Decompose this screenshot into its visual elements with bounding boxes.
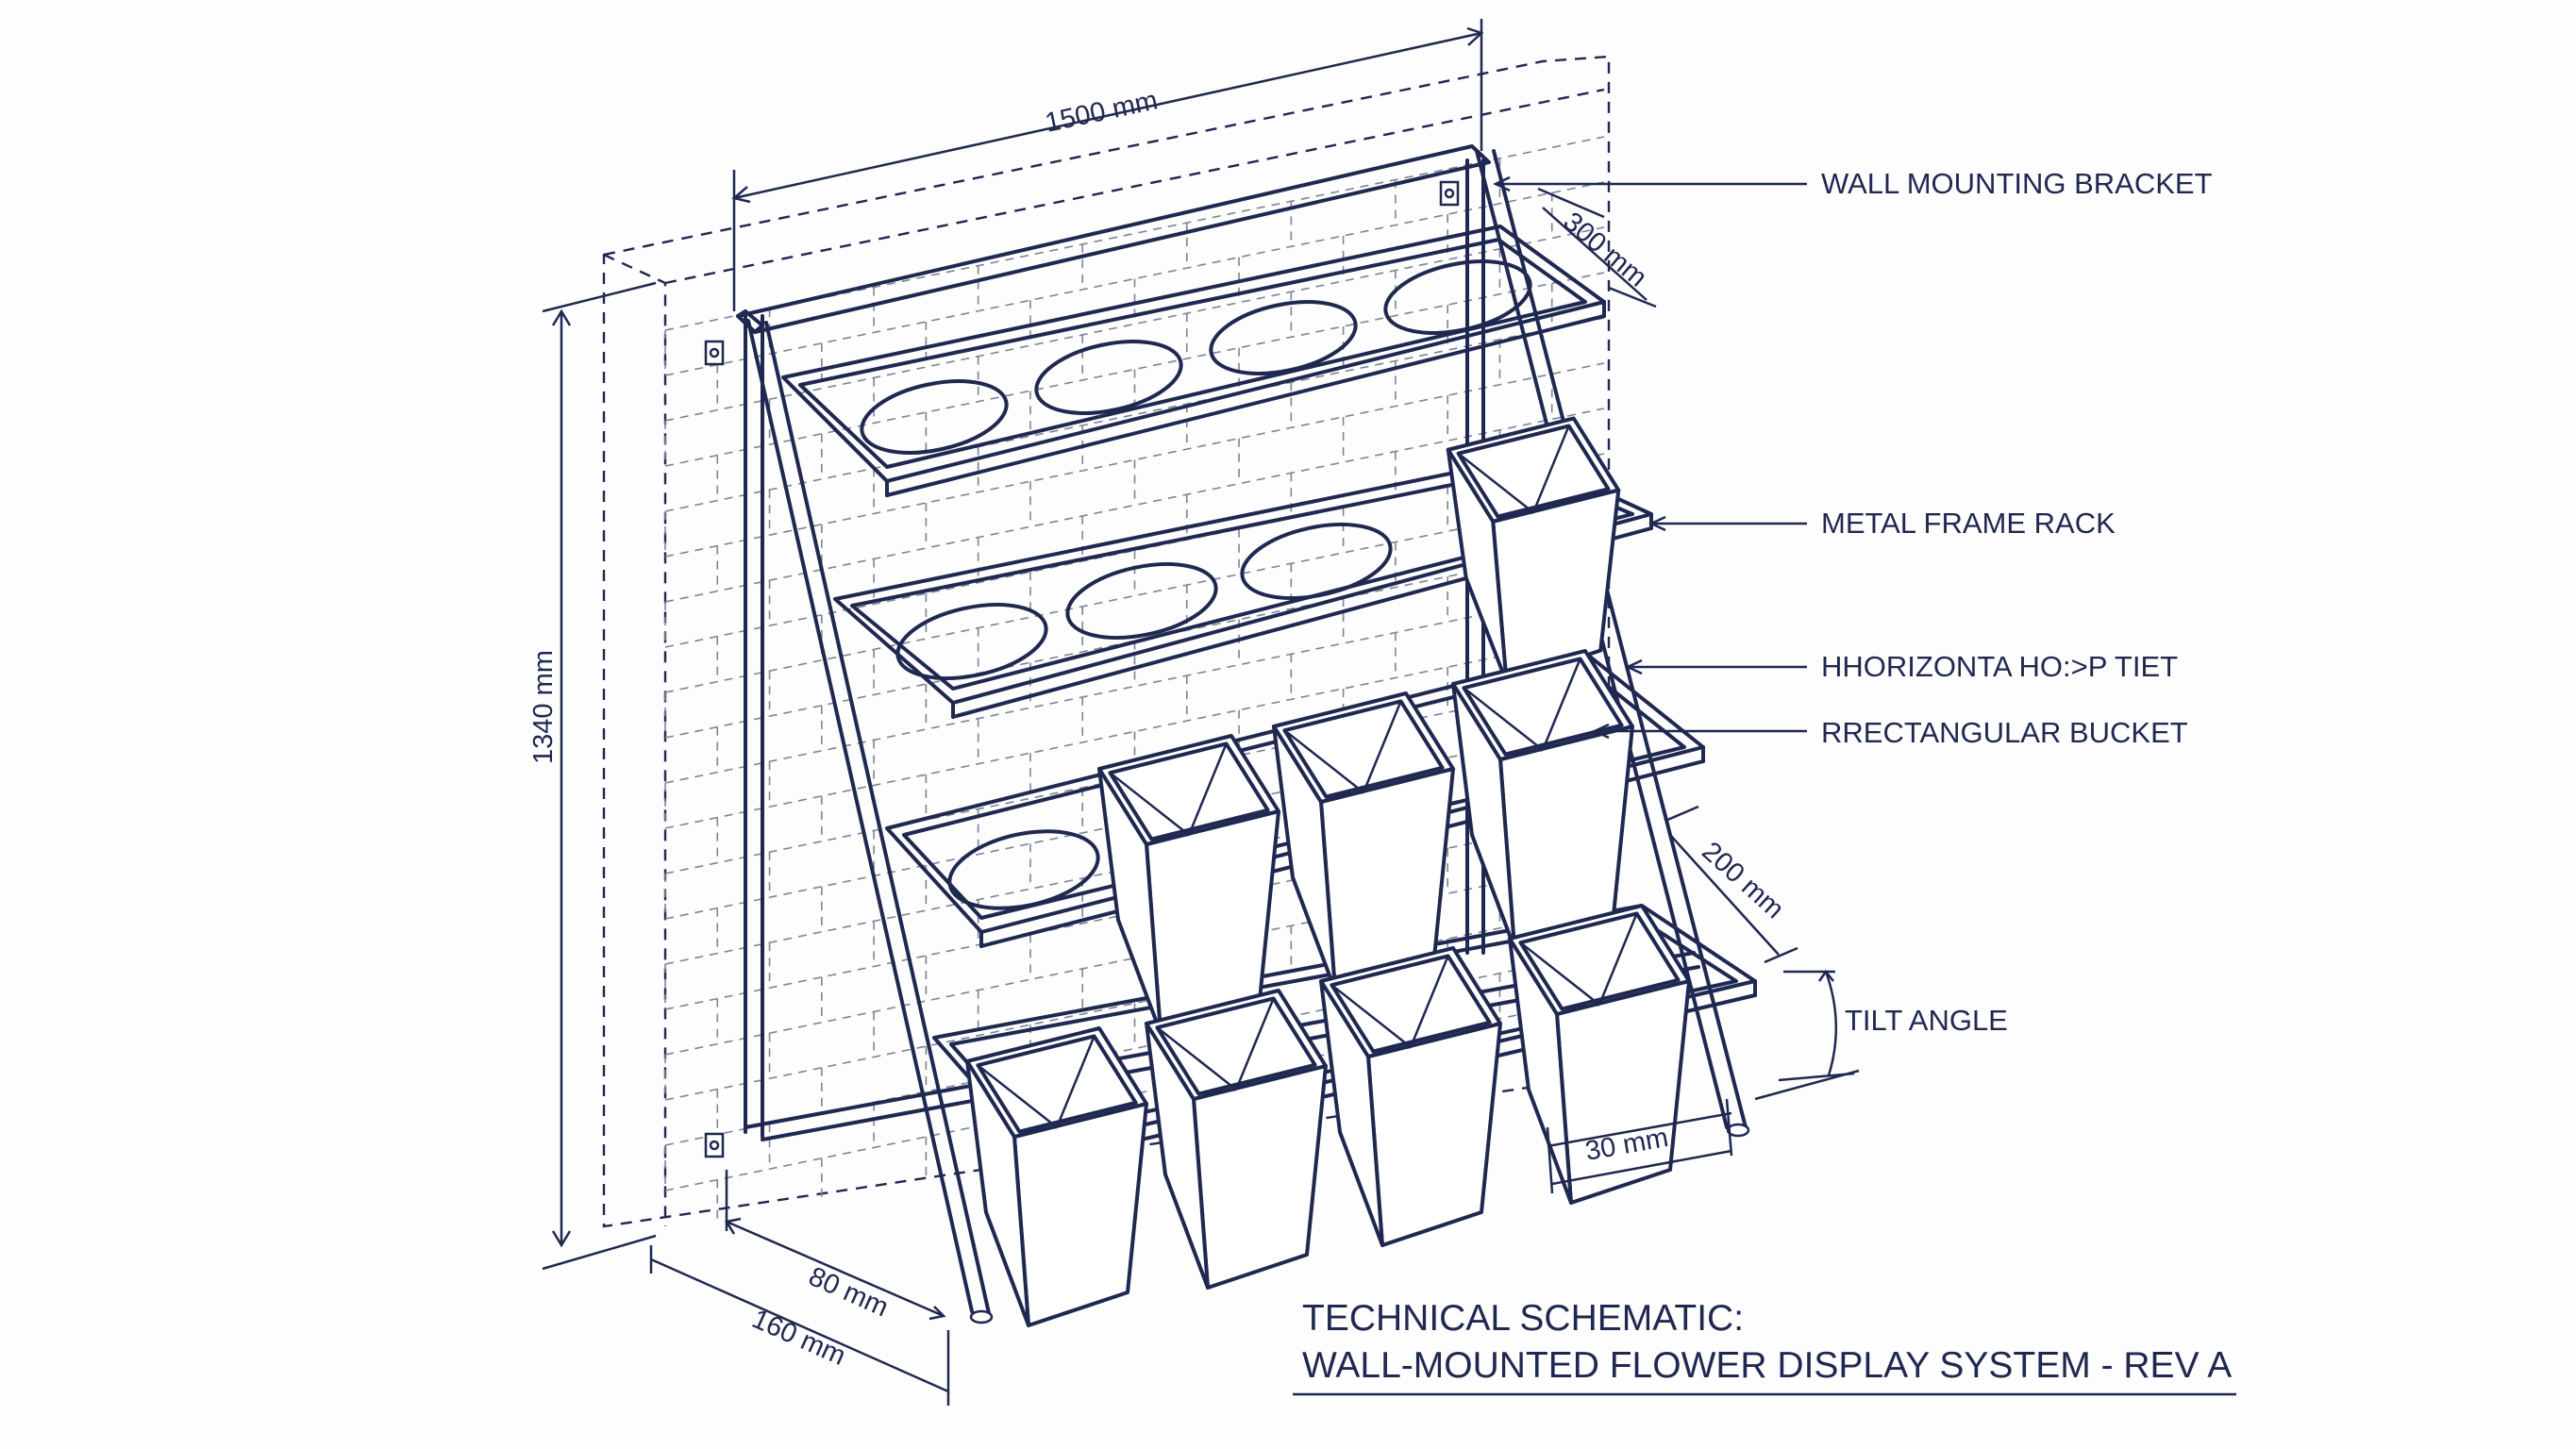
dim-height: 1340 mm <box>528 650 559 764</box>
bucket <box>1097 734 1280 1035</box>
callout-leaders <box>1493 175 1807 740</box>
wall-bracket-icon <box>704 180 1460 1158</box>
callout-hoop-tier: HHORIZONTA HO:>P TIET <box>1821 650 2178 683</box>
bucket <box>1508 904 1691 1205</box>
callout-tilt-angle: TILT ANGLE <box>1845 1004 2008 1037</box>
dim-base-depth-a: 80 mm <box>804 1261 893 1323</box>
bucket <box>1145 989 1328 1290</box>
bucket <box>1319 946 1502 1247</box>
callout-frame-rack: METAL FRAME RACK <box>1821 507 2116 540</box>
title-line-2: WALL-MOUNTED FLOWER DISPLAY SYSTEM - REV… <box>1302 1345 2232 1386</box>
dim-base-depth-b: 160 mm <box>747 1304 850 1372</box>
bucket <box>1451 649 1634 950</box>
title-line-1: TECHNICAL SCHEMATIC: <box>1302 1298 1744 1339</box>
bucket <box>1446 416 1621 684</box>
dim-width: 1500 mm <box>1043 85 1161 138</box>
title-block: TECHNICAL SCHEMATIC: WALL-MOUNTED FLOWER… <box>1293 1298 2236 1396</box>
bucket <box>1272 691 1455 992</box>
callout-wall-bracket: WALL MOUNTING BRACKET <box>1821 167 2213 200</box>
tier-1-rack <box>781 225 1606 497</box>
callout-bucket: RRECTANGULAR BUCKET <box>1821 716 2188 749</box>
dimension-lines <box>542 19 1860 1406</box>
bucket-group <box>965 416 1691 1327</box>
bucket <box>965 1026 1148 1327</box>
